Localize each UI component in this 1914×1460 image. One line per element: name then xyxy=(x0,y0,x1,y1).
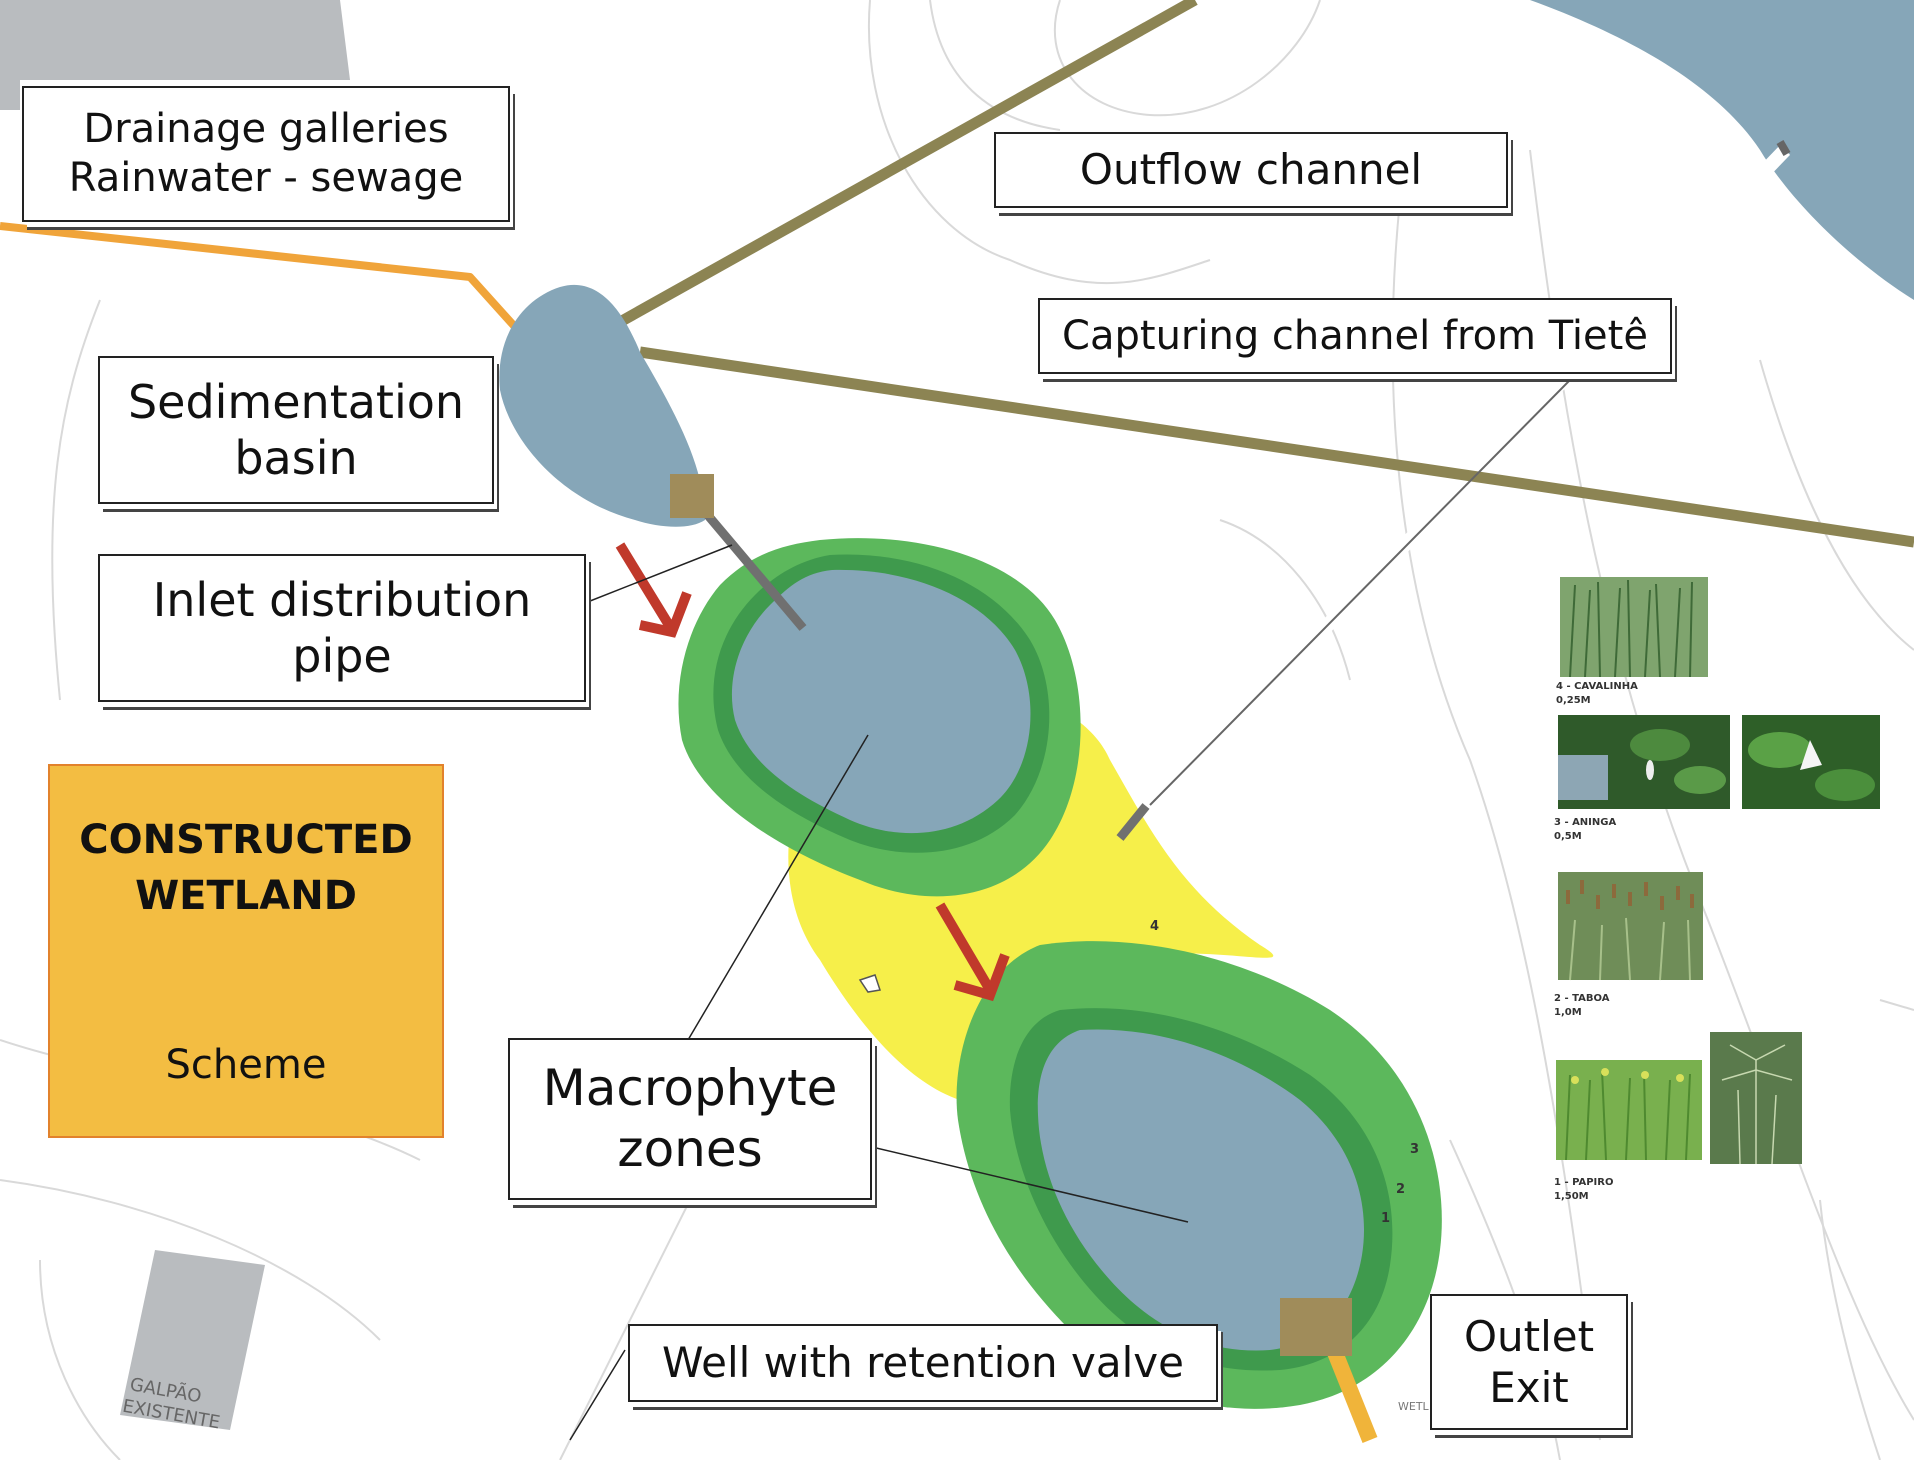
building-galpao xyxy=(120,1250,265,1430)
card-title-line-2: WETLAND xyxy=(135,873,357,919)
plant-caption-aninga: 3 - ANINGA 0,5M xyxy=(1554,816,1616,843)
plant-caption-taboa: 2 - TABOA 1,0M xyxy=(1554,992,1609,1019)
aninga-photo xyxy=(1558,715,1880,809)
macrophyte-zones-label: Macrophyte zones xyxy=(508,1038,872,1200)
outflow-tick xyxy=(1776,139,1791,157)
plant-name: 1 - PAPIRO xyxy=(1554,1177,1614,1188)
card-subtitle: Scheme xyxy=(165,1042,327,1088)
plant-name: 3 - ANINGA xyxy=(1554,817,1617,828)
outlet-exit-label: Outlet Exit xyxy=(1430,1294,1628,1430)
notch xyxy=(858,974,881,993)
flow-arrow-2 xyxy=(935,902,1010,1002)
leader-lines xyxy=(569,544,1189,1441)
drainage-galleries-label: Drainage galleries Rainwater - sewage xyxy=(22,86,510,222)
plant-caption-papiro: 1 - PAPIRO 1,50M xyxy=(1554,1176,1613,1203)
outlet-line-1: Outlet xyxy=(1463,1311,1595,1361)
plant-height: 1,0M xyxy=(1554,1006,1582,1018)
inlet-line-1: Inlet distribution xyxy=(152,572,532,627)
well-retention-valve-label: Well with retention valve xyxy=(628,1324,1218,1402)
retention-well xyxy=(1280,1298,1352,1356)
inlet-pipe-label: Inlet distribution pipe xyxy=(98,554,586,702)
plant-name: 4 - CAVALINHA xyxy=(1556,681,1638,692)
plant-height: 1,50M xyxy=(1554,1190,1589,1202)
plant-height: 0,25M xyxy=(1556,694,1591,706)
flow-arrow-1 xyxy=(615,542,692,638)
plant-name: 2 - TABOA xyxy=(1554,993,1610,1004)
sedimentation-line-2: basin xyxy=(234,431,358,485)
zone-number-2: 2 xyxy=(1396,1182,1405,1197)
card-title-line-1: CONSTRUCTED xyxy=(79,817,413,863)
zone-number-3: 3 xyxy=(1410,1142,1419,1157)
plant-height: 0,5M xyxy=(1554,830,1582,842)
plant-caption-cavalinha: 4 - CAVALINHA 0,25M xyxy=(1556,680,1638,707)
constructed-wetland-card: CONSTRUCTED WETLAND Scheme xyxy=(48,764,444,1138)
sedimentation-basin xyxy=(499,284,705,527)
inlet-pipe xyxy=(691,497,807,631)
macrophyte-line-1: Macrophyte xyxy=(542,1059,838,1117)
outflow-text: Outflow channel xyxy=(1079,145,1423,195)
sedimentation-line-1: Sedimentation xyxy=(127,374,465,429)
upper-cell-water xyxy=(731,569,1031,834)
river-water xyxy=(1530,0,1914,300)
basin-well xyxy=(670,474,714,518)
drainage-line-1: Drainage galleries xyxy=(83,106,449,153)
outflow-channel-label: Outflow channel xyxy=(994,132,1508,208)
well-text: Well with retention valve xyxy=(662,1338,1184,1388)
wetl-map-label: WETL xyxy=(1398,1400,1430,1413)
papyrus-photo xyxy=(1556,1032,1802,1165)
outlet-pipe xyxy=(1322,1337,1378,1443)
capturing-text: Capturing channel from Tietê xyxy=(1062,312,1648,359)
feed-pipe-from-tiete xyxy=(1116,803,1150,841)
reed-photo xyxy=(1560,577,1708,678)
outflow-channel xyxy=(617,0,1198,327)
macrophyte-line-2: zones xyxy=(617,1120,763,1178)
card-title: CONSTRUCTED WETLAND xyxy=(50,812,442,924)
capturing-leader xyxy=(1149,379,1571,806)
zone-number-1: 1 xyxy=(1381,1211,1390,1226)
capturing-channel-label: Capturing channel from Tietê xyxy=(1038,298,1672,374)
inlet-line-2: pipe xyxy=(292,629,392,683)
building-top-left xyxy=(0,0,350,110)
cattail-photo xyxy=(1558,872,1703,981)
zone-number-4: 4 xyxy=(1150,919,1159,934)
sedimentation-basin-label: Sedimentation basin xyxy=(98,356,494,504)
capturing-channel xyxy=(639,346,1914,548)
access-path xyxy=(1134,145,1791,825)
outlet-line-2: Exit xyxy=(1489,1363,1569,1412)
lower-cell-water xyxy=(1037,1029,1365,1351)
drainage-line-2: Rainwater - sewage xyxy=(68,155,464,201)
